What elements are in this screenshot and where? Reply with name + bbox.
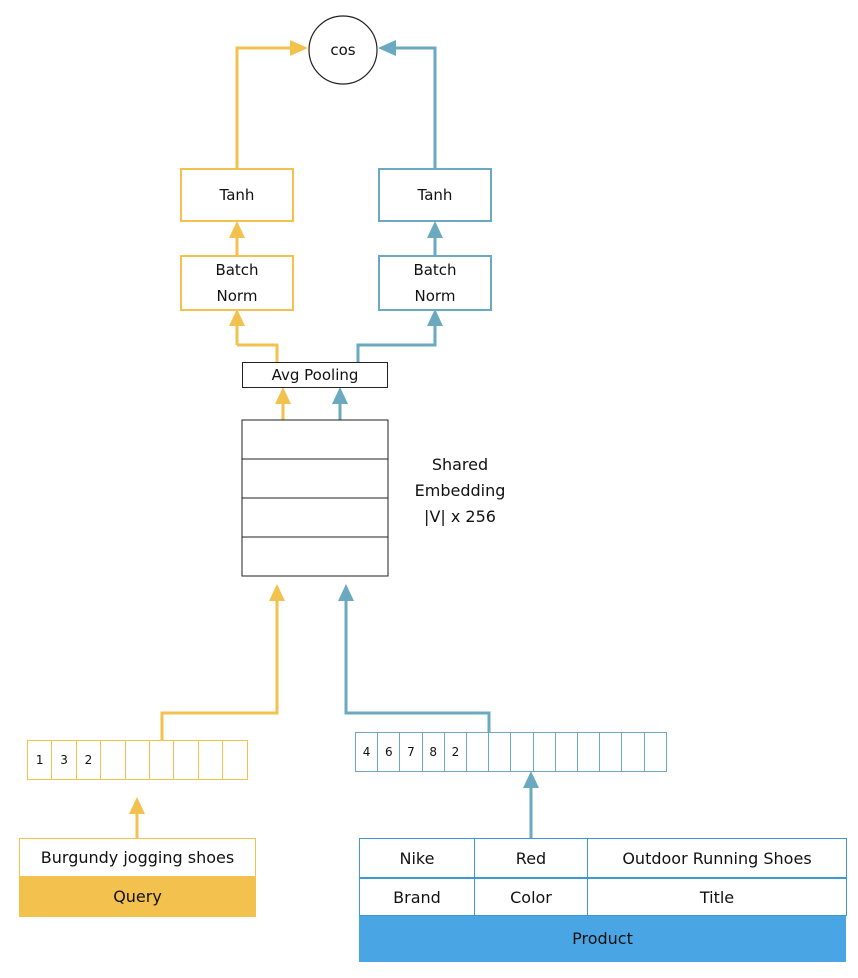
query-connectors [135, 46, 296, 838]
product-batch-norm-line1: Batch [413, 261, 457, 279]
query-token-id-cell: 1 [27, 740, 53, 780]
query-token-id-cell [197, 740, 224, 780]
product-label-box: Product [359, 916, 846, 962]
cos-node-circle [308, 15, 378, 85]
query-tanh-label: Tanh [219, 186, 255, 204]
cos-label: cos [330, 41, 356, 59]
product-batch-norm-box: Batch Norm [378, 255, 492, 311]
product-token-id-cell [643, 732, 667, 772]
product-token-id-cell: 7 [399, 732, 423, 772]
avg-pooling-box: Avg Pooling [242, 362, 388, 388]
query-batch-norm-line2: Norm [216, 287, 258, 305]
product-token-id-cell: 6 [377, 732, 401, 772]
avg-pooling-label: Avg Pooling [271, 366, 359, 384]
product-token-id-cell [510, 732, 534, 772]
product-value-cell: Red [474, 838, 588, 878]
product-token-id-cell [621, 732, 645, 772]
query-arrowheads [129, 40, 308, 814]
query-token-id-cell [222, 740, 248, 780]
product-value-cell: Nike [359, 838, 475, 878]
product-arrowheads [332, 40, 539, 788]
product-label: Product [572, 929, 633, 948]
product-token-id-cell [599, 732, 623, 772]
product-token-id-cell: 8 [421, 732, 445, 772]
query-token-id-cell: 3 [51, 740, 77, 780]
product-token-id-cell [554, 732, 578, 772]
query-token-id-cell [173, 740, 199, 780]
query-text-box: Burgundy jogging shoes [19, 838, 256, 877]
product-connectors [338, 46, 533, 838]
product-token-id-cell: 2 [443, 732, 467, 772]
query-token-id-cell [100, 740, 126, 780]
query-batch-norm-line1: Batch [215, 261, 259, 279]
embedding-table [241, 419, 389, 577]
query-token-id-cell: 2 [75, 740, 102, 780]
product-token-id-cell [466, 732, 490, 772]
query-token-id-cell [124, 740, 150, 780]
query-text: Burgundy jogging shoes [40, 847, 235, 867]
product-token-id-cell: 4 [355, 732, 379, 772]
embedding-label-line1: Shared [431, 455, 489, 474]
product-token-id-cell [577, 732, 601, 772]
embedding-label-line3: |V| x 256 [424, 507, 496, 526]
product-tanh-box: Tanh [378, 168, 492, 222]
product-token-id-cell [532, 732, 556, 772]
product-value-cell: Outdoor Running Shoes [587, 838, 847, 878]
query-token-id-cell [149, 740, 175, 780]
query-tanh-box: Tanh [180, 168, 294, 222]
query-label-box: Query [19, 877, 256, 917]
query-label: Query [113, 887, 162, 906]
product-batch-norm-line2: Norm [414, 287, 456, 305]
embedding-label-line2: Embedding [414, 481, 506, 500]
embedding-label: Shared Embedding |V| x 256 [405, 452, 515, 530]
query-batch-norm-box: Batch Norm [180, 255, 294, 311]
product-field-cell: Brand [359, 878, 475, 916]
product-token-id-cell [488, 732, 512, 772]
product-field-cell: Title [587, 878, 847, 916]
product-tanh-label: Tanh [417, 186, 453, 204]
product-field-cell: Color [474, 878, 588, 916]
